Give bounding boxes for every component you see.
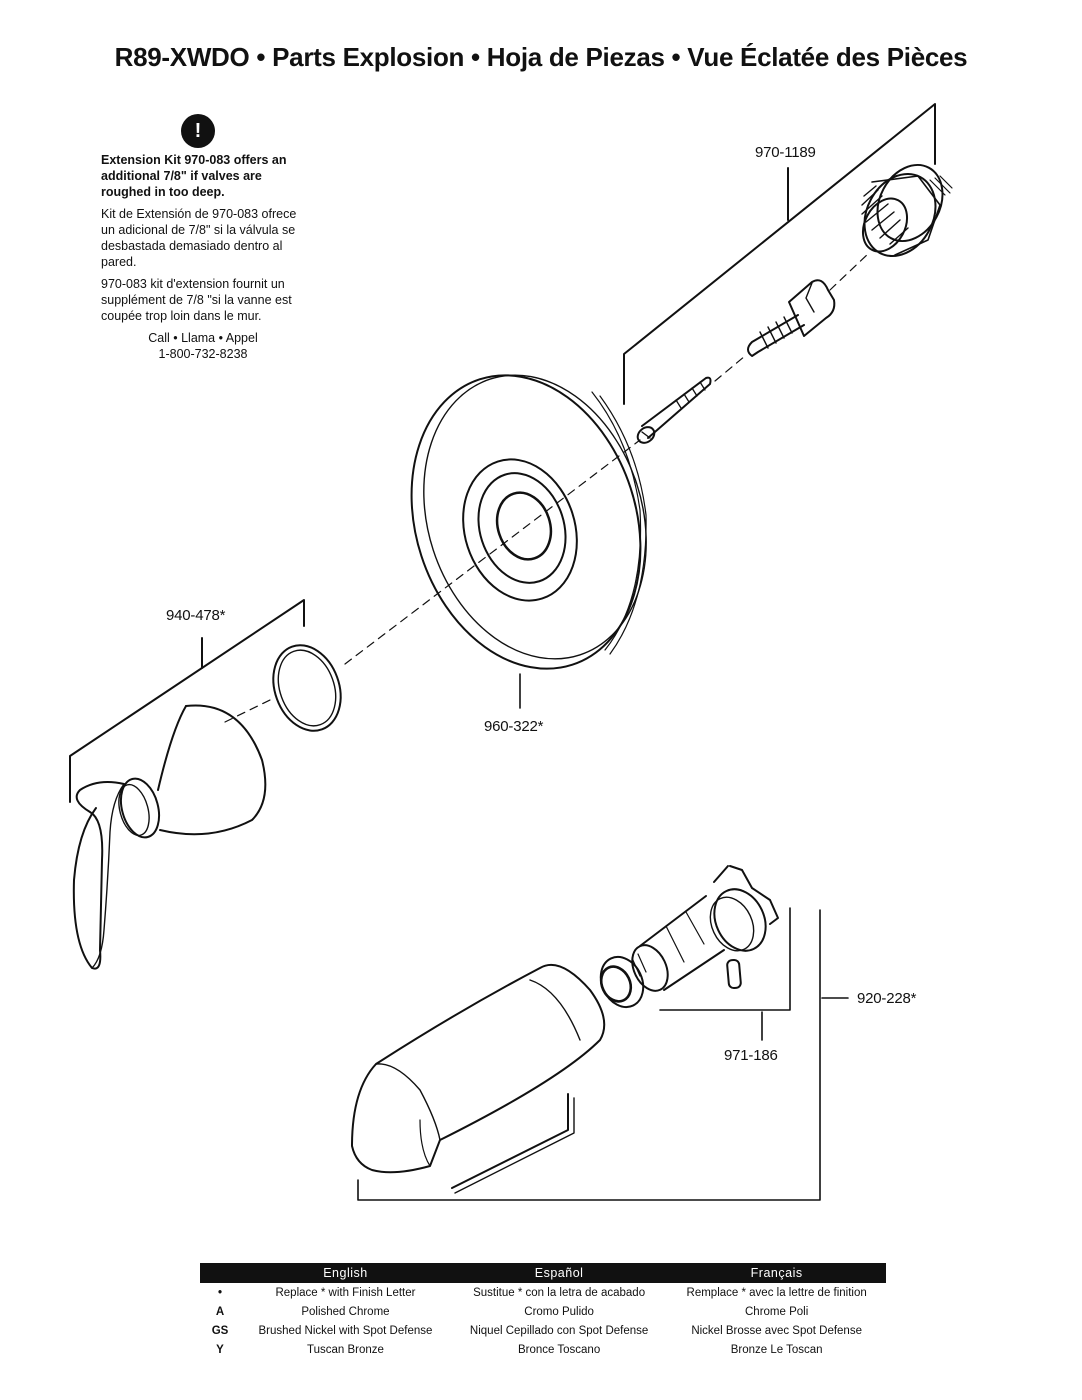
legend-header-french: Français [667,1263,886,1283]
legend-header-english: English [240,1263,451,1283]
leader-940-478 [69,599,305,803]
assembly-axis-line [224,251,871,723]
leader-920-228 [357,909,849,1201]
part-label-971-186: 971-186 [724,1047,778,1064]
legend-code: Y [216,1343,224,1356]
legend-english: Brushed Nickel with Spot Defense [258,1324,433,1337]
legend-spanish: Cromo Pulido [524,1305,594,1318]
diverter-stem [599,865,791,1041]
legend-spanish: Bronce Toscano [517,1343,601,1356]
legend-french: Bronze Le Toscan [730,1343,823,1356]
legend-header-spanish: Español [450,1263,668,1283]
allen-wrench [451,1093,575,1194]
legend-french: Nickel Brosse avec Spot Defense [691,1324,862,1337]
legend-row: A Polished Chrome Cromo Pulido Chrome Po… [200,1302,886,1321]
part-label-920-228: 920-228* [857,990,917,1007]
legend-code: • [217,1286,223,1299]
page-title: R89-XWDO • Parts Explosion • Hoja de Pie… [114,42,968,72]
note-french: 970-083 kit d'extension fournit un suppl… [101,277,292,323]
tub-spout [351,963,606,1174]
part-label-960-322: 960-322* [484,718,544,735]
legend-english: Tuscan Bronze [307,1343,384,1356]
finish-legend-table: English Español Français • Replace * wit… [200,1263,886,1359]
leader-970-1189 [623,103,936,405]
legend-french: Chrome Poli [745,1305,809,1318]
legend-spanish: Sustitue * con la letra de acabado [473,1286,646,1299]
adapter-970-1189 [861,163,953,258]
legend-row: GS Brushed Nickel with Spot Defense Niqu… [200,1321,886,1340]
legend-english: Replace * with Finish Letter [275,1286,416,1299]
note-spanish: Kit de Extensión de 970-083 ofrece un ad… [101,207,297,269]
note-english: Extension Kit 970-083 offers an addition… [101,153,287,199]
legend-row: • Replace * with Finish Letter Sustitue … [200,1283,886,1302]
part-label-940-478: 940-478* [166,607,226,624]
legend-spanish: Niquel Cepillado con Spot Defense [469,1324,649,1337]
legend-code: A [215,1305,225,1318]
note-phone: 1-800-732-8238 [158,347,248,361]
alert-icon: ! [181,114,215,148]
mounting-screw [636,376,712,444]
lever-handle [72,704,267,970]
part-label-970-1189: 970-1189 [755,144,816,161]
escutcheon-plate [410,374,647,709]
legend-english: Polished Chrome [301,1305,390,1318]
o-ring [272,644,342,732]
legend-code: GS [211,1324,229,1337]
stem-extension [747,279,836,357]
extension-kit-note: Extension Kit 970-083 offers an addition… [101,152,313,362]
legend-row: Y Tuscan Bronze Bronce Toscano Bronze Le… [200,1340,886,1359]
legend-french: Remplace * avec la lettre de finition [686,1286,867,1299]
note-call: Call • Llama • Appel [148,331,258,345]
legend-header-code [200,1263,240,1283]
